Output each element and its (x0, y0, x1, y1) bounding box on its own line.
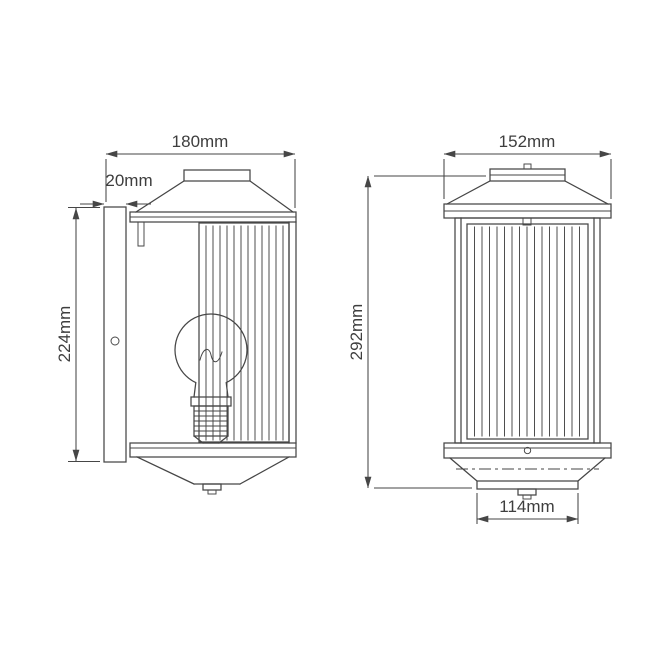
bottom-cone (136, 456, 290, 485)
screw-hole (110, 336, 120, 346)
bulb-socket (190, 396, 232, 444)
dimension-depth-20: 20mm (80, 171, 153, 208)
dimension-width-152: 152mm (443, 132, 612, 199)
finial (202, 483, 222, 491)
dimension-height-224: 224mm (55, 206, 100, 463)
bottom-cone (449, 457, 606, 482)
side-depth-label: 20mm (105, 171, 152, 190)
top-knob (523, 163, 532, 170)
bottom-plate (476, 480, 579, 490)
front-view (443, 163, 612, 500)
latch (522, 217, 532, 226)
side-height-label: 224mm (55, 306, 74, 363)
bottom-band (129, 442, 297, 458)
finial-tip (522, 494, 532, 500)
bottom-section (129, 442, 297, 495)
light-bulb (174, 313, 248, 398)
side-width-label: 180mm (172, 132, 229, 151)
finial-tip (207, 489, 217, 495)
ribbed-glass (198, 222, 290, 443)
front-width-label: 152mm (499, 132, 556, 151)
dimension-base-width-114: 114mm (476, 493, 579, 524)
bottom-section (443, 442, 612, 500)
dimension-height-292: 292mm (347, 175, 486, 489)
dimension-width-180: 180mm (105, 132, 296, 208)
front-base-width-label: 114mm (499, 497, 554, 516)
wall-backplate (103, 206, 127, 463)
roof (443, 168, 612, 219)
side-view (103, 169, 297, 495)
body-frame (137, 221, 297, 444)
dimensions-side-view: 180mm 20mm 224mm (55, 132, 296, 463)
screw-detail (523, 446, 532, 455)
finial (517, 488, 537, 496)
dimensions-front-view: 152mm 292mm 114mm (347, 132, 612, 524)
top-cap (183, 169, 251, 182)
bottom-band (443, 442, 612, 459)
front-height-label: 292mm (347, 304, 366, 361)
wall-arm-bracket (137, 221, 145, 247)
filament (199, 348, 223, 363)
roof (129, 169, 297, 223)
body-frame (454, 217, 601, 444)
roof-slopes (446, 180, 609, 205)
socket-threads (193, 410, 229, 432)
ribbed-glass (466, 223, 589, 440)
roof-slopes (135, 180, 294, 213)
